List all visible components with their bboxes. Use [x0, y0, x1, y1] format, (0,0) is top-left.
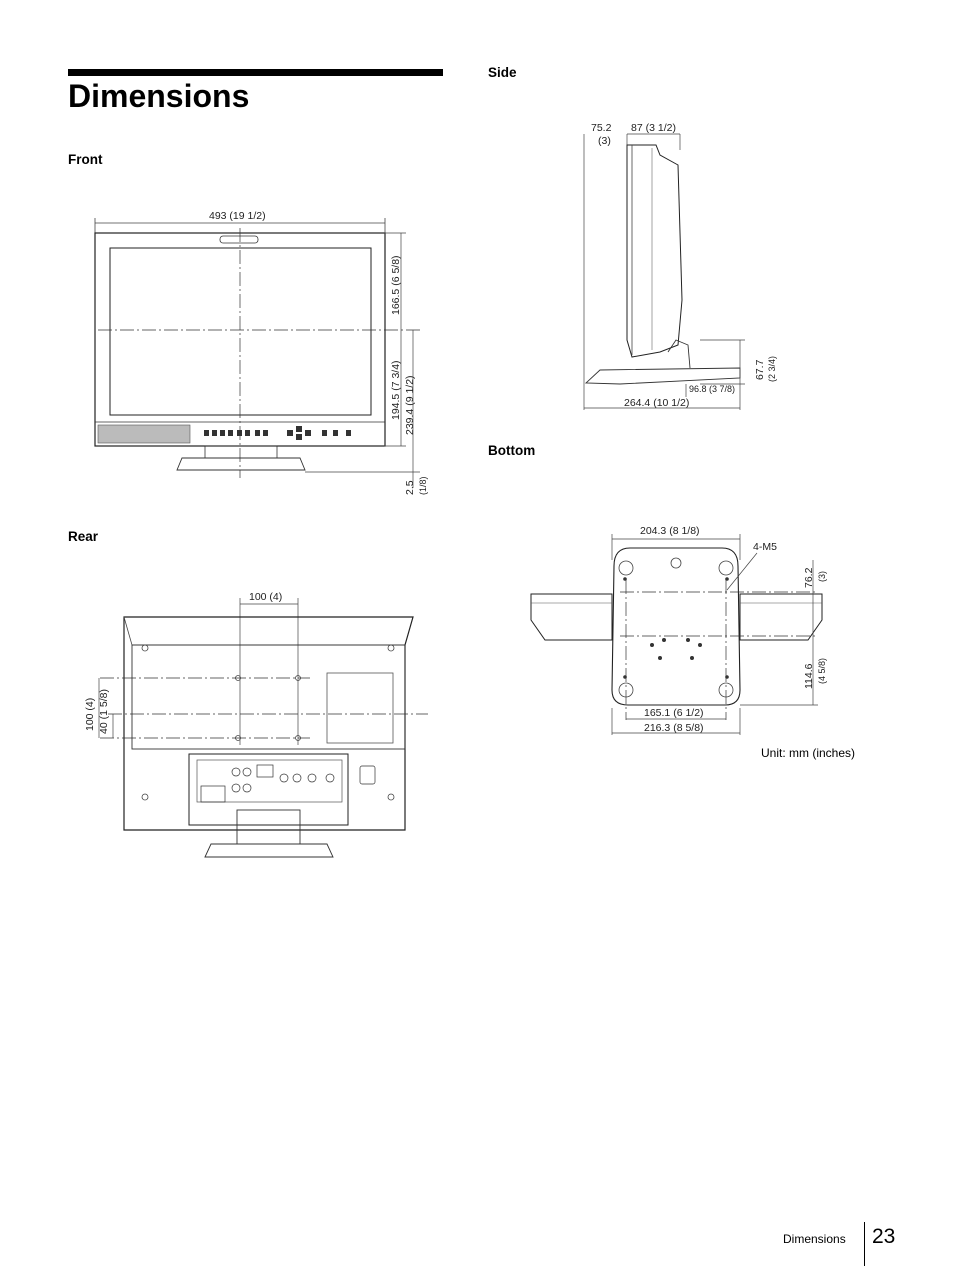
bottom-screw-label: 4-M5 — [753, 541, 777, 553]
rear-hole-spacing-label: 100 (4) — [249, 591, 283, 603]
side-depth-top-inch: (3) — [598, 135, 611, 147]
side-depth-frame-label: 87 (3 1/2) — [631, 122, 676, 134]
side-total-depth-label: 264.4 (10 1/2) — [624, 397, 690, 409]
footer-section-label: Dimensions — [783, 1232, 846, 1246]
footer-divider — [864, 1222, 865, 1266]
rear-heading: Rear — [68, 529, 99, 544]
bottom-outer-width-label: 216.3 (8 5/8) — [644, 722, 704, 734]
page-title: Dimensions — [68, 78, 250, 114]
side-heading: Side — [488, 65, 517, 80]
title-rule — [68, 69, 443, 76]
bottom-screw-offset-inch: (3) — [817, 571, 827, 582]
side-foot-depth-label: 96.8 (3 7/8) — [689, 384, 736, 394]
bottom-heading: Bottom — [488, 443, 536, 458]
bottom-screw-offset-label: 76.2 — [803, 567, 815, 588]
front-width-label: 493 (19 1/2) — [209, 210, 266, 222]
bottom-depth-label: 114.6 — [803, 663, 815, 690]
side-depth-top-label: 75.2 — [591, 122, 612, 134]
bottom-depth-inch: (4 5/8) — [817, 657, 827, 684]
page-number: 23 — [872, 1225, 896, 1248]
front-heading: Front — [68, 152, 103, 167]
unit-note: Unit: mm (inches) — [761, 746, 856, 760]
bottom-top-width-label: 204.3 (8 1/8) — [640, 525, 700, 537]
bottom-inner-width-label: 165.1 (6 1/2) — [644, 707, 704, 719]
